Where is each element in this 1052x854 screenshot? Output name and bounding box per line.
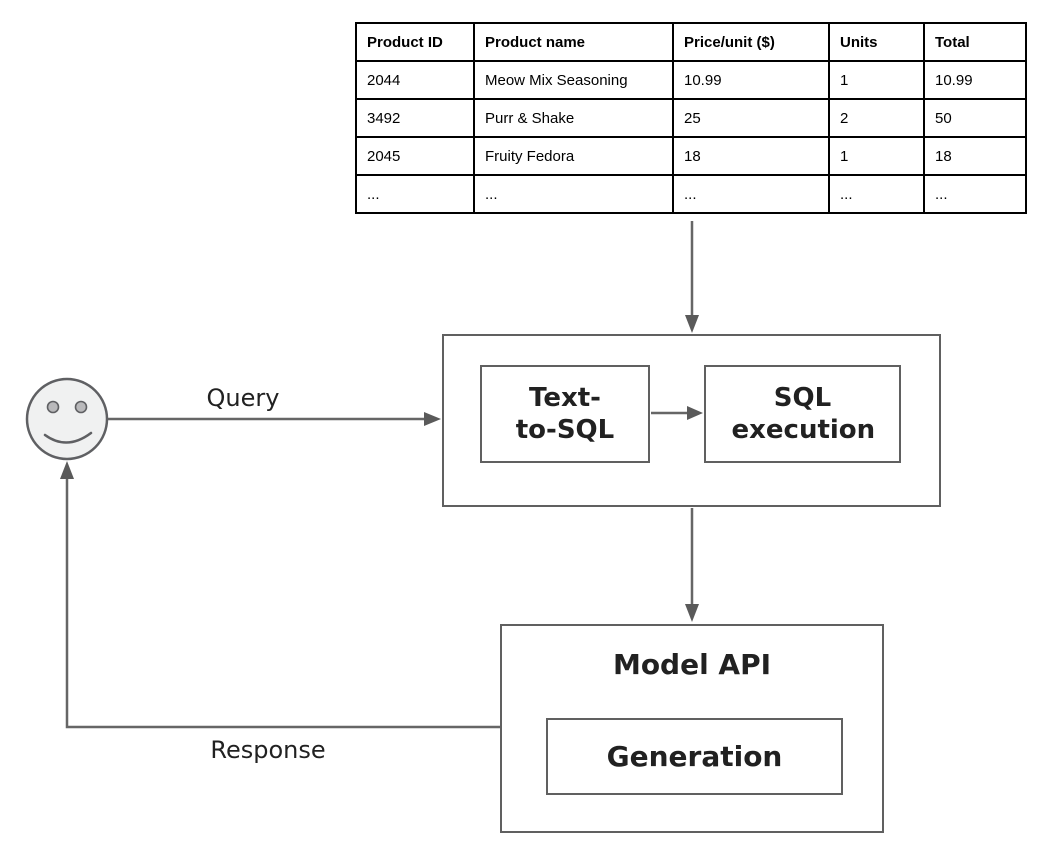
query-edge-label: Query (206, 384, 280, 412)
table-cell: 18 (672, 136, 830, 176)
table-row: 2045 Fruity Fedora 18 1 18 (355, 136, 1027, 176)
table-row: 3492 Purr & Shake 25 2 50 (355, 98, 1027, 138)
table-row: 2044 Meow Mix Seasoning 10.99 1 10.99 (355, 60, 1027, 100)
table-cell: 3492 (355, 98, 475, 138)
table-cell: 2045 (355, 136, 475, 176)
table-row-ellipsis: ... ... ... ... ... (355, 174, 1027, 214)
table-header-row: Product ID Product name Price/unit ($) U… (355, 22, 1027, 62)
table-cell: ... (828, 174, 925, 214)
table-header-cell: Product name (473, 22, 674, 62)
response-edge-label: Response (210, 736, 326, 764)
table-cell: Meow Mix Seasoning (473, 60, 674, 100)
sql-execution-box: SQL execution (704, 365, 901, 463)
table-cell: 10.99 (923, 60, 1027, 100)
model-api-title: Model API (612, 648, 772, 681)
smiley-face-icon (25, 377, 109, 461)
table-cell: 2044 (355, 60, 475, 100)
pipeline-container-box (442, 334, 941, 507)
table-cell: ... (355, 174, 475, 214)
text-to-sql-box: Text-to-SQL (480, 365, 650, 463)
table-cell: 10.99 (672, 60, 830, 100)
table-header-cell: Product ID (355, 22, 475, 62)
smiley-right-eye (74, 400, 88, 414)
smiley-left-eye (46, 400, 60, 414)
arrow-response (60, 461, 500, 729)
table-cell: 25 (672, 98, 830, 138)
model-api-box: Model API Generation (500, 624, 884, 833)
smiley-mouth (43, 431, 93, 444)
table-cell: 18 (923, 136, 1027, 176)
table-cell: 50 (923, 98, 1027, 138)
table-cell: Fruity Fedora (473, 136, 674, 176)
table-cell: ... (923, 174, 1027, 214)
products-table: Product ID Product name Price/unit ($) U… (355, 22, 1027, 214)
generation-box: Generation (546, 718, 843, 795)
arrow-table-to-pipeline (685, 221, 699, 333)
text-to-sql-label: Text-to-SQL (515, 382, 615, 446)
table-cell: Purr & Shake (473, 98, 674, 138)
table-cell: 2 (828, 98, 925, 138)
table-header-cell: Total (923, 22, 1027, 62)
generation-label: Generation (606, 740, 783, 773)
arrow-pipeline-to-model-api (685, 508, 699, 622)
table-cell: 1 (828, 136, 925, 176)
arrow-query (107, 412, 441, 426)
table-cell: ... (672, 174, 830, 214)
table-cell: 1 (828, 60, 925, 100)
sql-execution-label: SQL execution (731, 382, 876, 446)
table-header-cell: Price/unit ($) (672, 22, 830, 62)
table-header-cell: Units (828, 22, 925, 62)
table-cell: ... (473, 174, 674, 214)
